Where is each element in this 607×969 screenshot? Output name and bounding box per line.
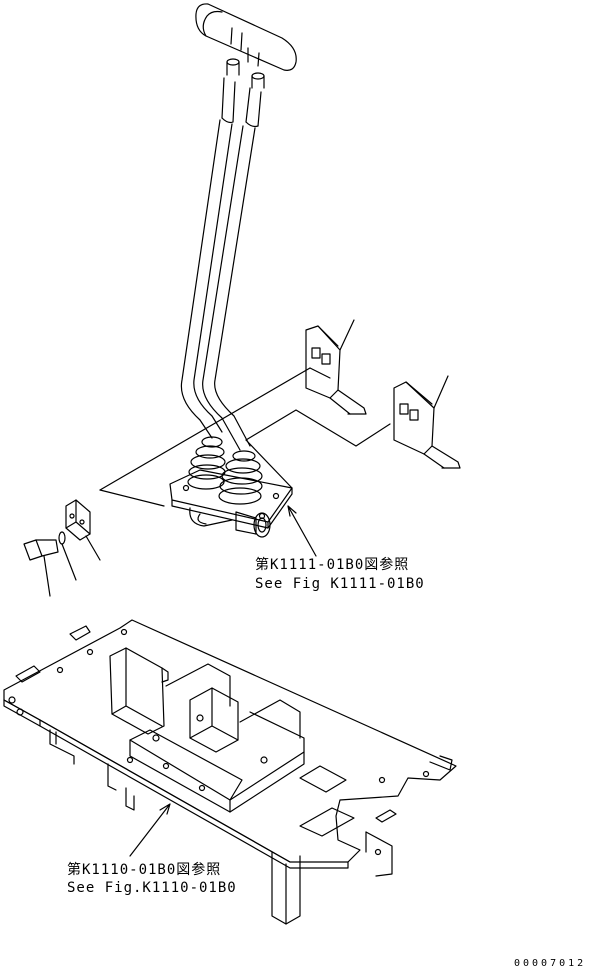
rubber-boots — [188, 437, 262, 504]
floor-plate-outline — [100, 368, 390, 506]
operator-stand-frame — [4, 620, 456, 868]
bracket-upper — [306, 320, 366, 414]
reference-label-frame-en: See Fig.K1110-01B0 — [67, 880, 237, 896]
frame-center-box — [110, 648, 346, 812]
leader-line-frame — [130, 804, 170, 856]
washer — [59, 532, 76, 580]
leader-line-lever-assembly — [288, 506, 316, 556]
spacer-plate — [66, 500, 100, 560]
valve-base-plate — [170, 470, 292, 537]
lever-grip — [196, 4, 296, 79]
reference-label-frame-jp: 第K1110-01B0図参照 — [67, 862, 222, 878]
bracket-lower — [394, 376, 460, 468]
sheet-number: 00007012 — [514, 958, 587, 969]
reference-label-lever-assembly-jp: 第K1111-01B0図参照 — [255, 557, 410, 573]
bolt — [24, 540, 58, 596]
lever-rods — [181, 62, 264, 450]
reference-label-lever-assembly-en: See Fig K1111-01B0 — [255, 576, 425, 592]
frame-legs-and-tabs — [50, 730, 452, 924]
